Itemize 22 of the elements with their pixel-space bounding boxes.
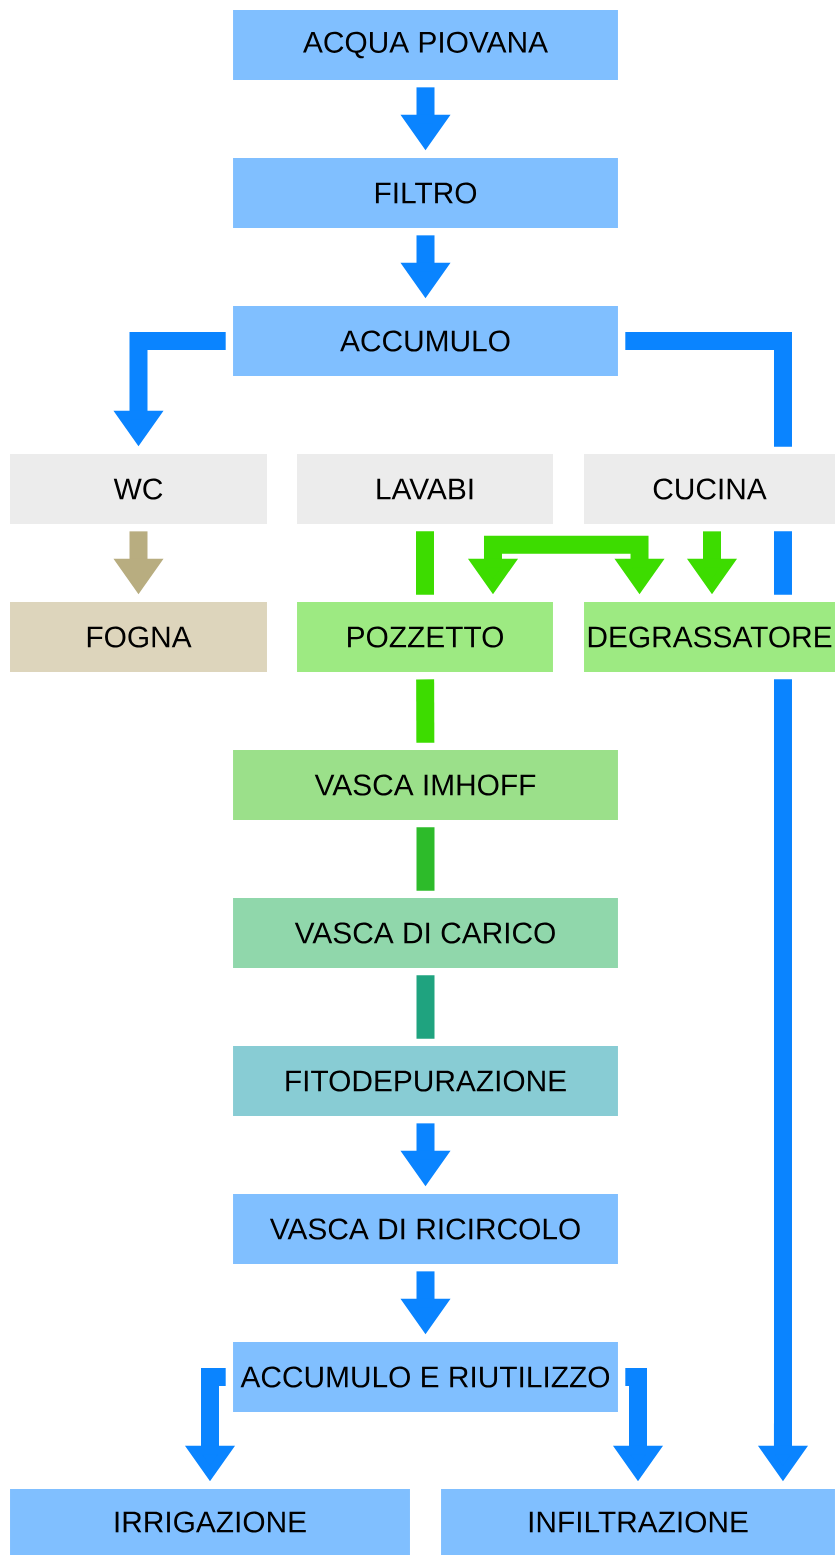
connector-line (774, 531, 792, 595)
process-box: DEGRASSATORE (584, 602, 835, 672)
process-box: IRRIGAZIONE (10, 1489, 410, 1555)
process-box: VASCA IMHOFF (233, 750, 618, 820)
process-box: WC (10, 454, 267, 524)
connector-line (416, 827, 435, 891)
connector-line (625, 332, 792, 447)
process-box: CUCINA (584, 454, 835, 524)
process-box: FITODEPURAZIONE (233, 1046, 618, 1116)
process-box: FILTRO (233, 158, 618, 228)
connector-line (416, 531, 434, 595)
process-box: ACCUMULO (233, 306, 618, 376)
process-box: FOGNA (10, 602, 267, 672)
process-box: INFILTRAZIONE (441, 1489, 835, 1555)
process-box: LAVABI (297, 454, 553, 524)
process-box: ACQUA PIOVANA (233, 10, 618, 80)
connector-line (416, 679, 435, 743)
process-box: VASCA DI RICIRCOLO (233, 1194, 618, 1264)
process-box: POZZETTO (297, 602, 553, 672)
connector-line (416, 975, 435, 1039)
process-box: ACCUMULO E RIUTILIZZO (233, 1342, 618, 1412)
process-box: VASCA DI CARICO (233, 898, 618, 968)
